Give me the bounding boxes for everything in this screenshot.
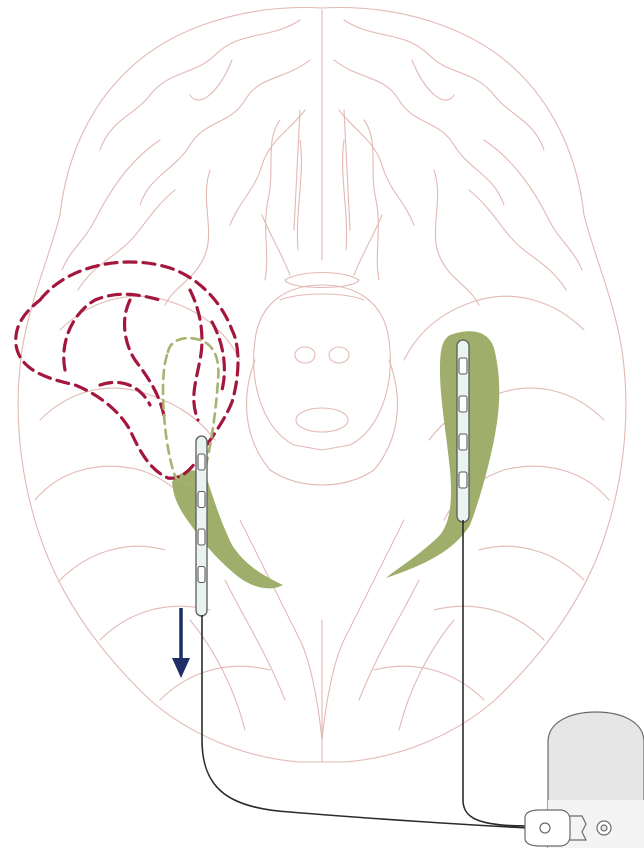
brainstem-detail — [270, 470, 374, 485]
right-electrode-contact — [459, 396, 467, 412]
midbrain-detail — [280, 294, 364, 300]
cerebral-aqueduct — [296, 408, 348, 432]
temporal-gyrus — [374, 666, 484, 700]
right-electrode-contact — [459, 434, 467, 450]
mammillary-body-right — [329, 347, 349, 363]
olfactory-tract-left — [294, 110, 300, 230]
brain-outline — [18, 8, 626, 762]
olfactory-tract-right — [344, 110, 350, 230]
gyrus — [484, 140, 582, 270]
temporal-gyrus — [60, 546, 165, 580]
gyrus — [265, 120, 280, 280]
right-electrode-contact — [459, 472, 467, 488]
left-electrode-contact — [198, 529, 205, 545]
peduncle-right — [374, 360, 397, 470]
brainstem — [254, 285, 391, 450]
gyrus — [412, 60, 454, 100]
right-temporal-region — [386, 331, 499, 578]
left-electrode-wire — [202, 615, 528, 828]
gyrus — [344, 20, 544, 150]
gyrus — [364, 120, 379, 280]
resection-outline — [163, 338, 218, 484]
lesion-inner-c — [190, 290, 202, 420]
left-electrode — [196, 436, 207, 616]
gyrus — [230, 110, 305, 225]
occipital-gyrus — [399, 620, 454, 730]
temporal-gyrus — [479, 546, 584, 580]
occipital-gyrus — [190, 620, 245, 730]
gyrus — [100, 20, 300, 150]
right-electrode-contact — [459, 358, 467, 374]
device-screw-inner — [601, 825, 607, 831]
occipital-gyrus — [359, 580, 419, 700]
peduncle-left — [247, 360, 270, 470]
left-electrode-contact — [198, 454, 205, 470]
lesion-inner-b — [125, 300, 165, 420]
gyrus — [62, 140, 160, 270]
occipital-gyrus — [225, 580, 285, 700]
occipital-gyrus — [322, 520, 404, 740]
lesion-inner-e — [212, 322, 224, 390]
neurostimulator-device-icon — [525, 712, 644, 848]
gyrus — [469, 190, 566, 290]
device-port — [540, 823, 550, 833]
right-electrode — [457, 340, 469, 522]
right-electrode-wire — [463, 520, 528, 826]
occipital-gyrus — [240, 520, 322, 740]
gyrus — [339, 110, 414, 225]
mammillary-body-left — [295, 347, 315, 363]
temporal-gyrus — [40, 388, 215, 440]
gyrus — [190, 60, 232, 100]
gyrus — [165, 170, 210, 305]
left-temporal-region — [172, 470, 283, 588]
lesion-inner-a — [64, 294, 160, 370]
gyrus — [78, 190, 175, 290]
temporal-gyrus — [60, 296, 240, 360]
left-electrode-contact — [198, 567, 205, 583]
lesion-inner-d — [100, 382, 150, 405]
left-electrode-contact — [198, 492, 205, 508]
temporal-gyrus — [100, 606, 210, 640]
down-arrow-icon — [172, 608, 190, 678]
temporal-gyrus — [160, 666, 270, 700]
temporal-gyrus — [434, 606, 544, 640]
gyrus — [434, 170, 479, 305]
